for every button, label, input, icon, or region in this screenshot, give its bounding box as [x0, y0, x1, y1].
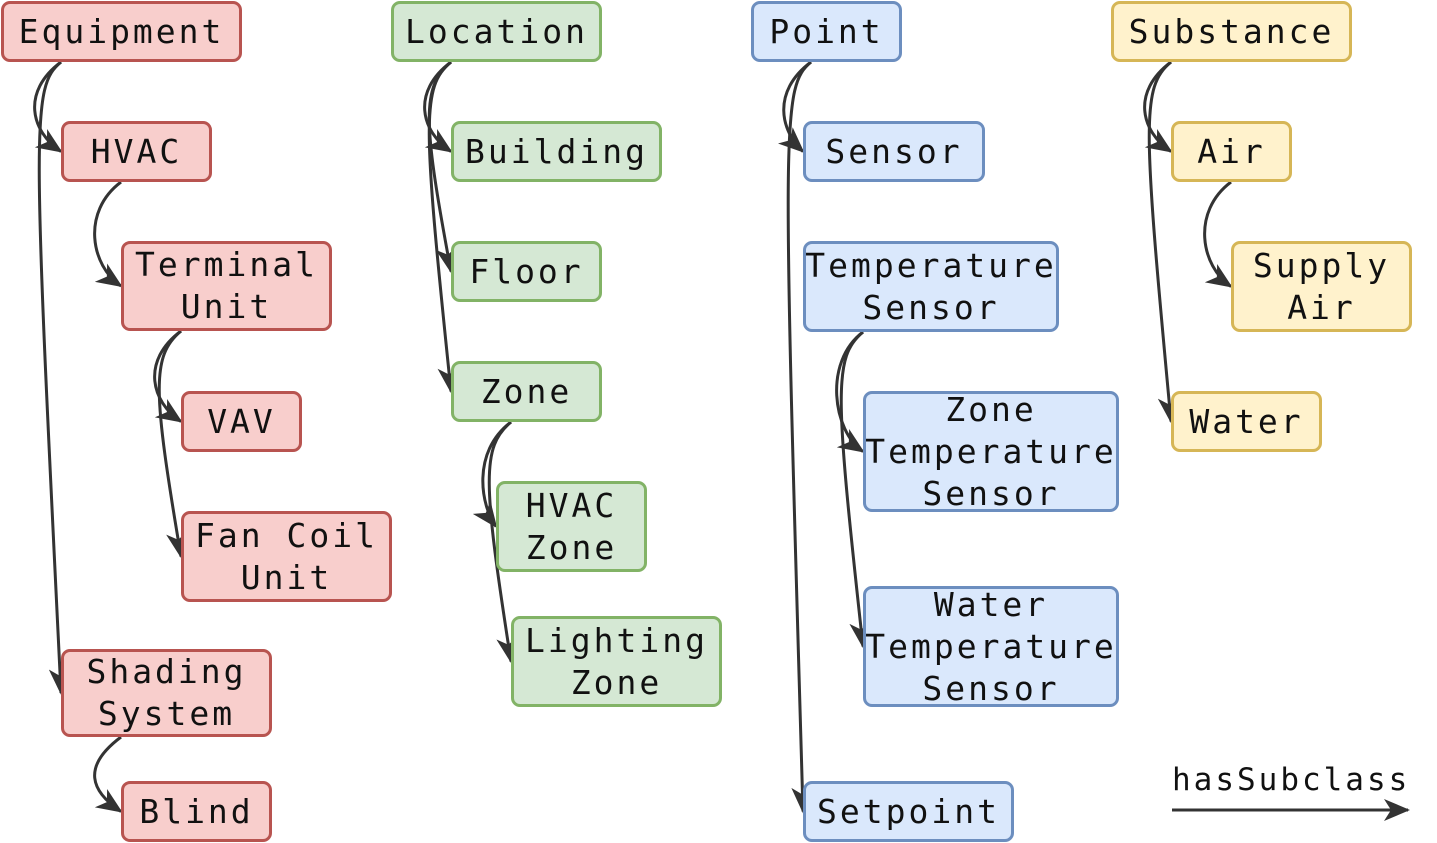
- node-air: Air: [1171, 121, 1292, 182]
- node-temperature-sensor: Temperature Sensor: [803, 241, 1059, 332]
- edge-equipment-to-hvac: [33, 60, 63, 153]
- node-water: Water: [1171, 391, 1322, 452]
- node-hvac-zone: HVAC Zone: [496, 481, 647, 572]
- node-fan-coil-unit: Fan Coil Unit: [181, 511, 392, 602]
- edge-terminal-unit-to-fan-coil-unit: [157, 329, 188, 559]
- edge-equipment-to-shading-system: [37, 60, 71, 695]
- node-floor: Floor: [451, 241, 602, 302]
- node-water-temperature-sensor: Water Temperature Sensor: [863, 585, 1119, 708]
- edge-shading-system-to-blind: [93, 735, 123, 813]
- node-location: Location: [391, 1, 602, 62]
- node-supply-air: Supply Air: [1231, 241, 1412, 332]
- node-hvac: HVAC: [61, 121, 212, 182]
- node-substance: Substance: [1111, 1, 1352, 62]
- node-terminal-unit: Terminal Unit: [121, 241, 332, 331]
- edge-point-to-sensor: [777, 60, 812, 153]
- node-setpoint: Setpoint: [803, 781, 1014, 842]
- edge-hvac-to-terminal-unit: [93, 180, 123, 288]
- node-sensor: Sensor: [803, 121, 985, 182]
- edge-temperature-sensor-to-water-temperature-sensor: [839, 330, 872, 649]
- node-point: Point: [751, 1, 902, 62]
- node-zone: Zone: [451, 361, 602, 422]
- legend-label: hasSubclass: [1172, 762, 1411, 798]
- edge-location-to-zone: [427, 60, 460, 394]
- node-vav: VAV: [181, 391, 302, 452]
- node-building: Building: [451, 121, 662, 182]
- node-lighting-zone: Lighting Zone: [511, 616, 722, 707]
- node-shading-system: Shading System: [61, 649, 272, 737]
- edge-air-to-supply-air: [1203, 180, 1233, 288]
- node-blind: Blind: [121, 781, 272, 842]
- edge-point-to-setpoint: [786, 60, 814, 814]
- edge-substance-to-water: [1147, 60, 1180, 424]
- edge-zone-to-lighting-zone: [487, 420, 519, 664]
- node-zone-temperature-sensor: Zone Temperature Sensor: [863, 390, 1119, 513]
- node-equipment: Equipment: [1, 1, 242, 62]
